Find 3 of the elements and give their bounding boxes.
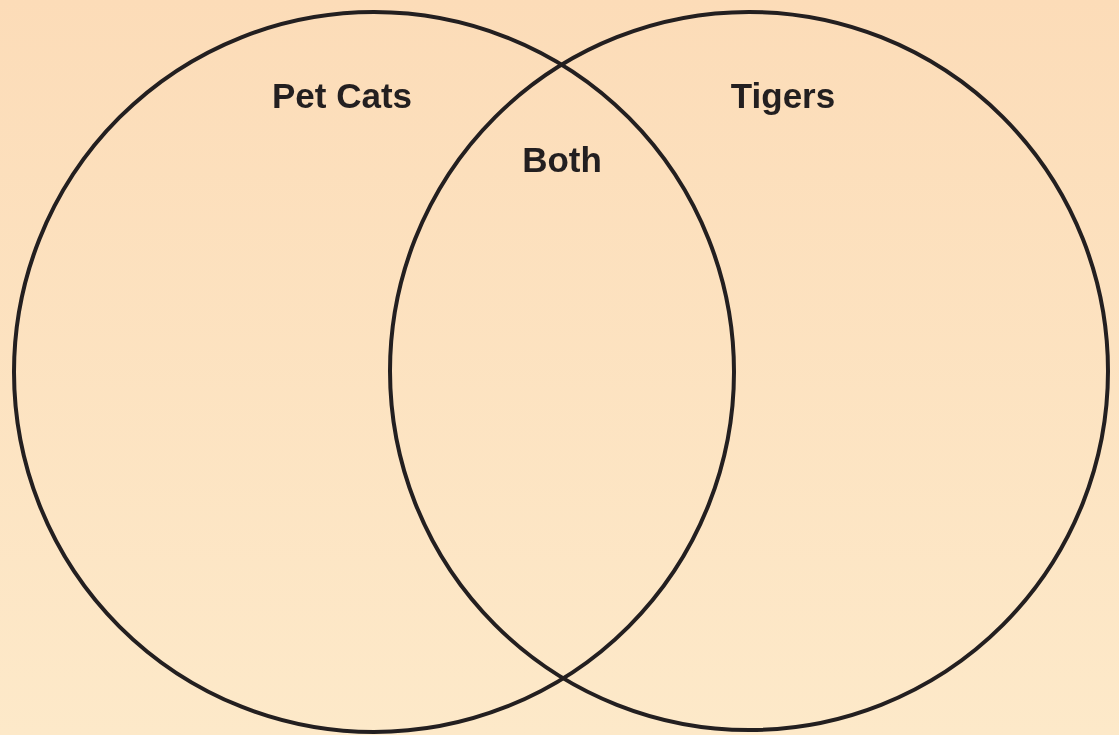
set-label: Tigers [730,76,836,116]
intersection-label: Both [522,140,602,180]
set-label: Pet Cats [271,76,413,116]
